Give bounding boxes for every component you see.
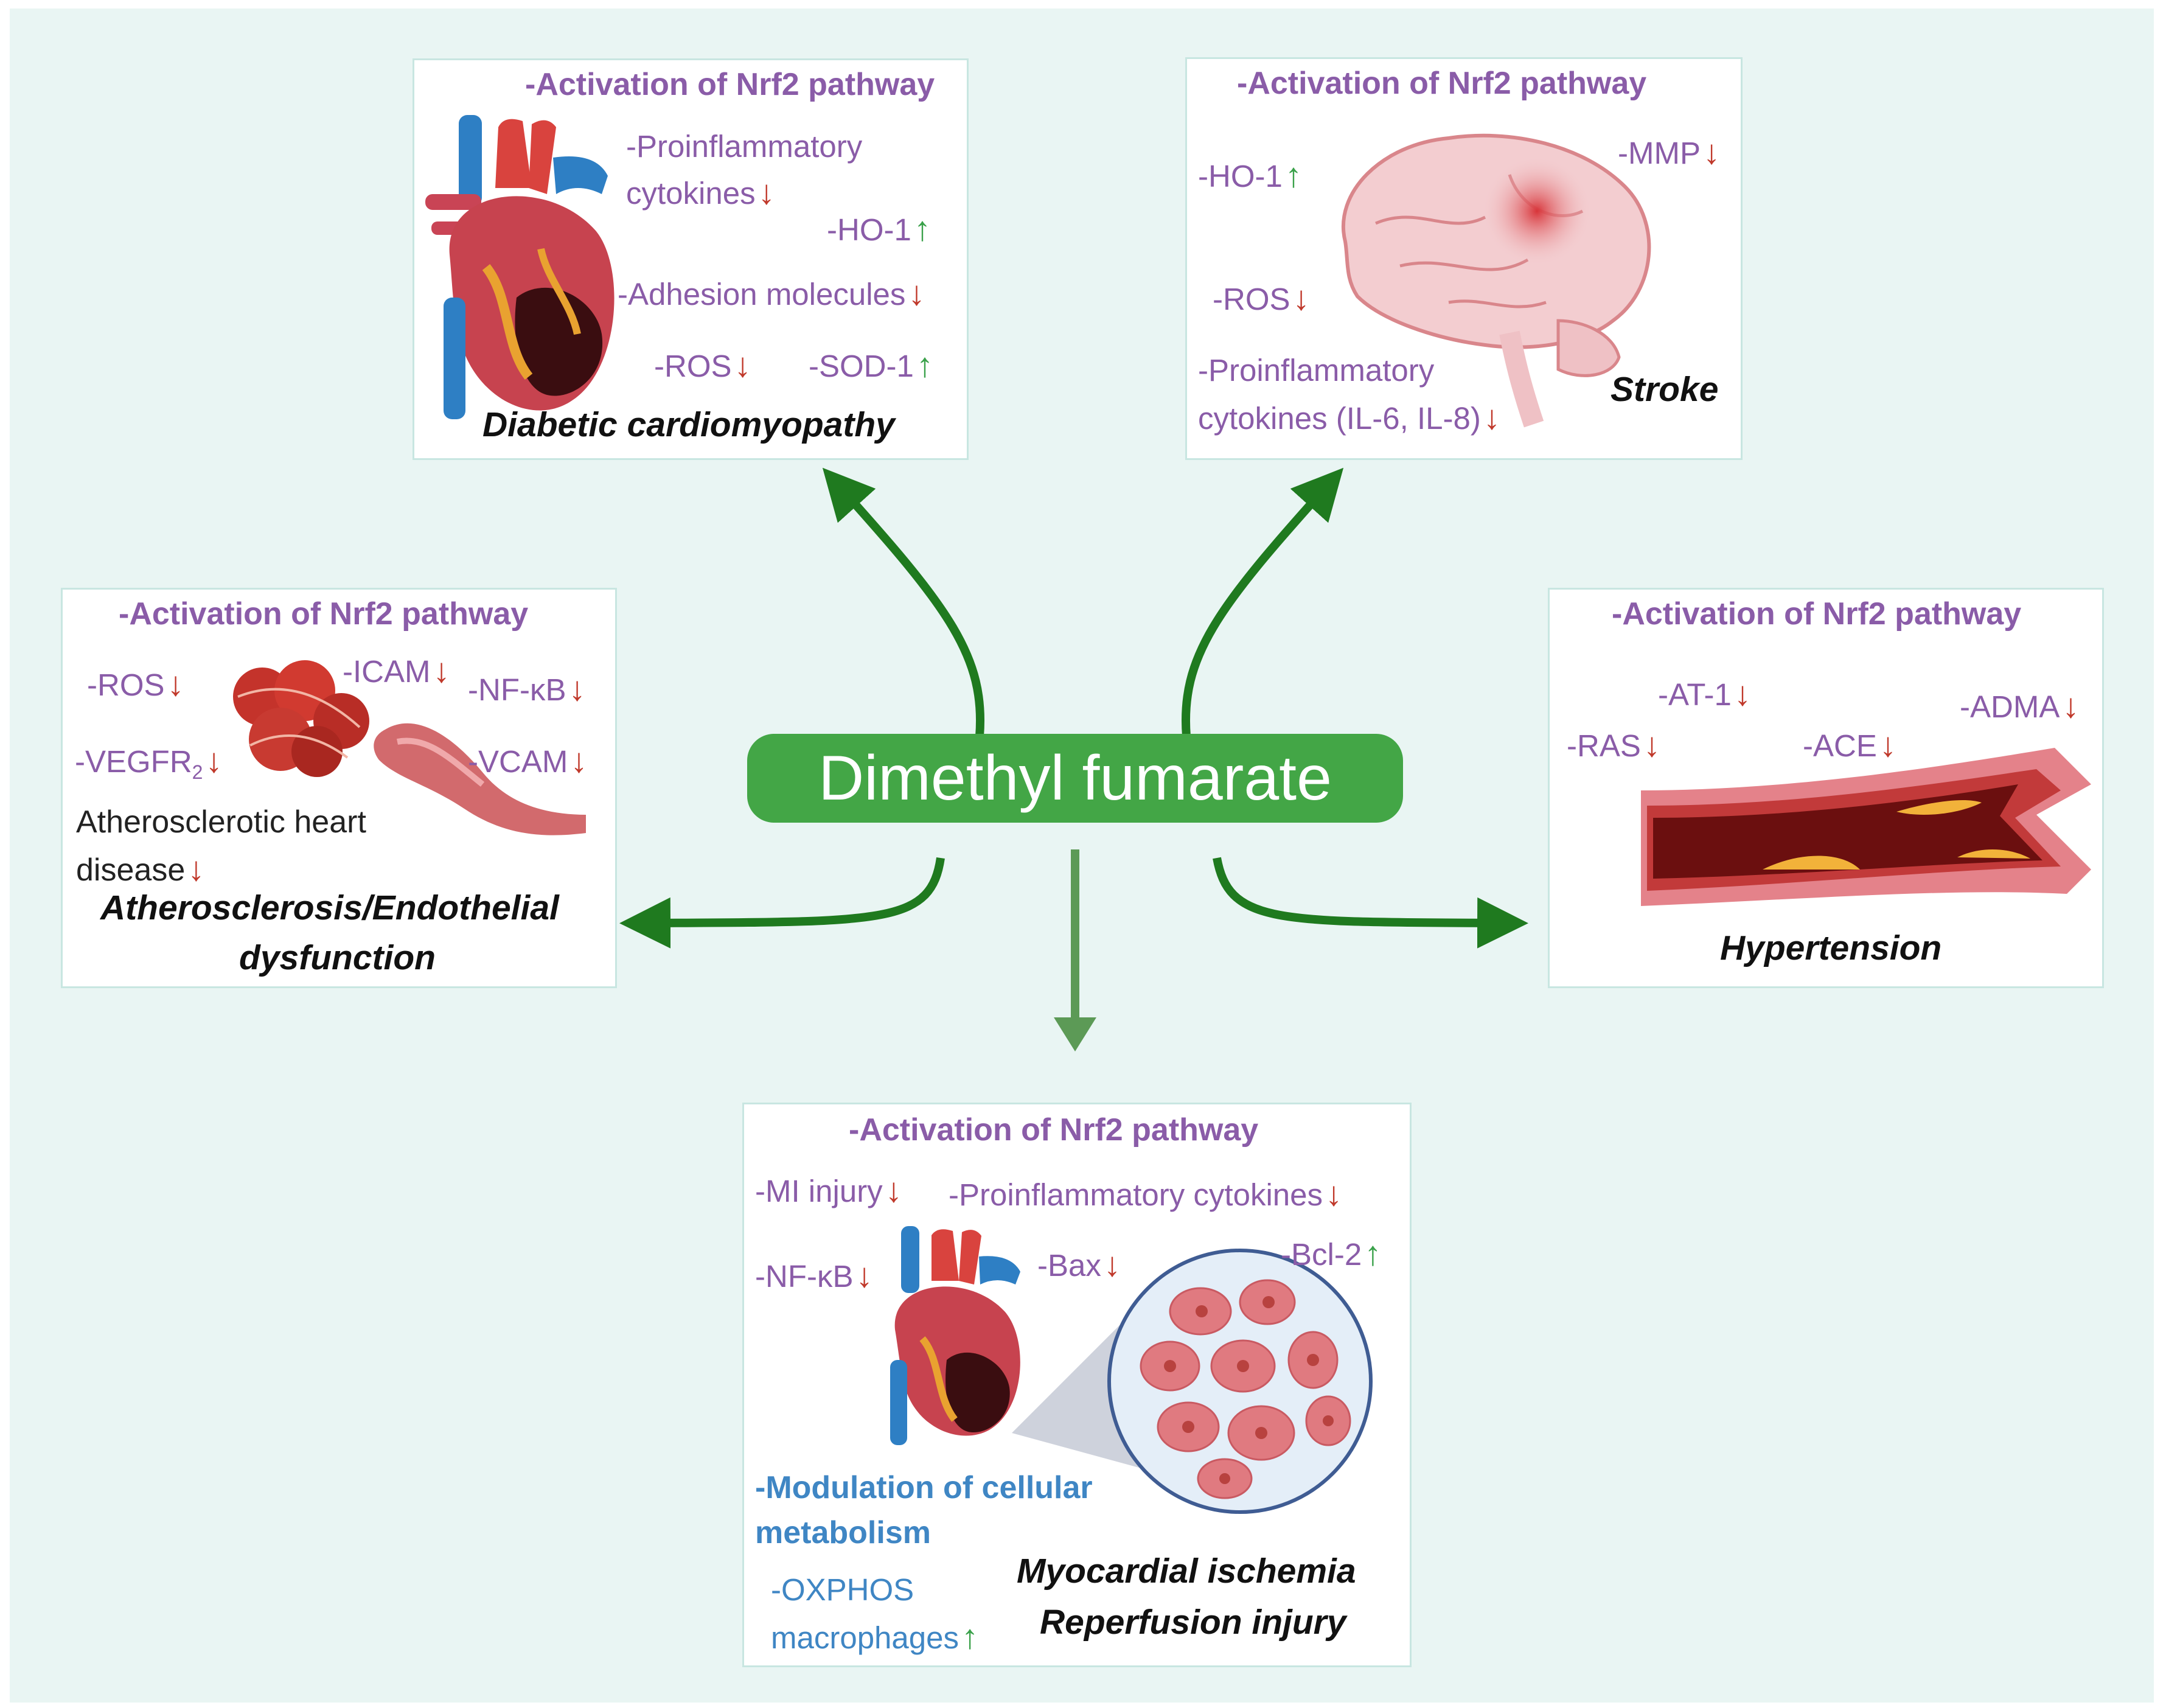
athero-heart-disease-line1: Atherosclerotic heart bbox=[76, 804, 366, 840]
hypertension-adma: -ADMA↓ bbox=[1960, 686, 2080, 725]
down-arrow-icon: ↓ bbox=[570, 741, 588, 779]
ischemia-caption-line2: Reperfusion injury bbox=[1040, 1603, 1346, 1642]
ischemia-oxphos-line2: macrophages↑ bbox=[771, 1617, 979, 1656]
heart-illustration bbox=[425, 115, 615, 419]
stroke-mmp: -MMP↓ bbox=[1618, 133, 1720, 171]
arrow-to-diabetic bbox=[822, 467, 984, 737]
diabetic-proinflammatory-line2: cytokines↓ bbox=[626, 173, 775, 211]
panel-stroke: -Activation of Nrf2 pathway -HO-1↑ -MMP↓… bbox=[1185, 57, 1743, 460]
up-arrow-icon: ↑ bbox=[913, 209, 931, 248]
down-arrow-icon: ↓ bbox=[757, 173, 775, 211]
hypertension-caption: Hypertension bbox=[1720, 929, 1942, 967]
diabetic-caption: Diabetic cardiomyopathy bbox=[482, 405, 895, 444]
center-label: Dimethyl fumarate bbox=[747, 734, 1403, 823]
arrow-to-stroke bbox=[1182, 467, 1344, 737]
tissue-magnifier-illustration bbox=[1012, 1249, 1373, 1514]
down-arrow-icon: ↓ bbox=[568, 669, 586, 708]
diabetic-sod1: -SOD-1↑ bbox=[809, 346, 933, 384]
athero-heart-disease-line2: disease↓ bbox=[76, 849, 205, 888]
athero-vegfr: -VEGFR2↓ bbox=[75, 741, 223, 784]
down-arrow-icon: ↓ bbox=[1702, 133, 1720, 171]
stroke-ho1: -HO-1↑ bbox=[1198, 156, 1302, 194]
up-arrow-icon: ↑ bbox=[1364, 1234, 1382, 1272]
down-arrow-icon: ↓ bbox=[1292, 279, 1310, 317]
down-arrow-icon: ↓ bbox=[187, 849, 205, 888]
arrow-to-hypertension bbox=[1213, 857, 1528, 949]
up-arrow-icon: ↑ bbox=[961, 1617, 979, 1656]
stroke-proinflammatory-line1: -Proinflammatory bbox=[1198, 353, 1435, 388]
down-arrow-icon: ↓ bbox=[433, 651, 450, 689]
down-arrow-icon: ↓ bbox=[1733, 674, 1751, 713]
hypertension-title: -Activation of Nrf2 pathway bbox=[1612, 596, 2022, 632]
athero-ros: -ROS↓ bbox=[87, 664, 184, 703]
ischemia-bax: -Bax↓ bbox=[1037, 1245, 1121, 1283]
diabetic-adhesion: -Adhesion molecules↓ bbox=[618, 274, 925, 312]
athero-icam: -ICAM↓ bbox=[343, 651, 450, 689]
ischemia-caption-line1: Myocardial ischemia bbox=[1017, 1552, 1356, 1591]
ischemia-proinflammatory: -Proinflammatory cytokines↓ bbox=[949, 1174, 1343, 1213]
vessel-illustration bbox=[374, 723, 586, 835]
down-arrow-icon: ↓ bbox=[908, 274, 925, 312]
down-arrow-icon: ↓ bbox=[1643, 725, 1660, 764]
panel-myocardial-ischemia: -Activation of Nrf2 pathway -MI injury↓ … bbox=[742, 1103, 1412, 1667]
panel-atherosclerosis: -Activation of Nrf2 pathway -ROS↓ -ICAM↓… bbox=[61, 588, 617, 988]
down-arrow-icon: ↓ bbox=[2062, 686, 2080, 725]
down-arrow-icon: ↓ bbox=[1325, 1174, 1343, 1213]
ischemia-modulation-line2: metabolism bbox=[755, 1515, 931, 1550]
hypertension-at1: -AT-1↓ bbox=[1658, 674, 1751, 713]
diabetic-proinflammatory-line1: -Proinflammatory bbox=[626, 129, 863, 164]
panel-hypertension: -Activation of Nrf2 pathway -AT-1↓ -ADMA… bbox=[1548, 588, 2104, 988]
down-arrow-icon: ↓ bbox=[167, 664, 184, 703]
hypertension-ras: -RAS↓ bbox=[1567, 725, 1660, 764]
down-arrow-icon: ↓ bbox=[885, 1171, 902, 1209]
panel-diabetic-cardiomyopathy: -Activation of Nrf2 pathway -Proinflamma… bbox=[413, 58, 969, 460]
artery-illustration bbox=[1641, 748, 2091, 906]
up-arrow-icon: ↑ bbox=[916, 346, 933, 384]
stroke-proinflammatory-line2: cytokines (IL-6, IL-8)↓ bbox=[1198, 398, 1500, 436]
diabetic-ros: -ROS↓ bbox=[654, 346, 751, 384]
hypertension-ace: -ACE↓ bbox=[1803, 725, 1896, 764]
plaque-cells-illustration bbox=[233, 660, 369, 777]
arrow-to-athero bbox=[619, 857, 945, 949]
down-arrow-icon: ↓ bbox=[1879, 725, 1896, 764]
ischemia-oxphos-line1: -OXPHOS bbox=[771, 1572, 914, 1607]
heart-small-illustration bbox=[890, 1226, 1020, 1445]
athero-vcam: -VCAM↓ bbox=[468, 741, 588, 779]
stroke-ros: -ROS↓ bbox=[1213, 279, 1310, 317]
diabetic-title: -Activation of Nrf2 pathway bbox=[525, 67, 935, 102]
ischemia-mi-injury: -MI injury↓ bbox=[755, 1171, 902, 1209]
stroke-caption: Stroke bbox=[1611, 370, 1719, 409]
athero-title: -Activation of Nrf2 pathway bbox=[119, 596, 529, 632]
down-arrow-icon: ↓ bbox=[855, 1256, 873, 1294]
ischemia-modulation-line1: -Modulation of cellular bbox=[755, 1470, 1093, 1505]
down-arrow-icon: ↓ bbox=[205, 741, 223, 779]
stroke-title: -Activation of Nrf2 pathway bbox=[1237, 66, 1647, 101]
diabetic-ho1: -HO-1↑ bbox=[827, 209, 931, 248]
athero-caption-line1: Atherosclerosis/Endothelial bbox=[100, 888, 559, 927]
up-arrow-icon: ↑ bbox=[1284, 156, 1302, 194]
athero-nfkb: -NF-κB↓ bbox=[468, 669, 586, 708]
down-arrow-icon: ↓ bbox=[1103, 1245, 1121, 1283]
down-arrow-icon: ↓ bbox=[734, 346, 751, 384]
ischemia-title: -Activation of Nrf2 pathway bbox=[849, 1112, 1259, 1148]
athero-caption-line2: dysfunction bbox=[239, 938, 436, 977]
ischemia-nfkb: -NF-κB↓ bbox=[755, 1256, 873, 1294]
ischemia-bcl2: -Bcl-2↑ bbox=[1281, 1234, 1382, 1272]
down-arrow-icon: ↓ bbox=[1483, 398, 1500, 436]
brain-illustration bbox=[1341, 133, 1651, 428]
